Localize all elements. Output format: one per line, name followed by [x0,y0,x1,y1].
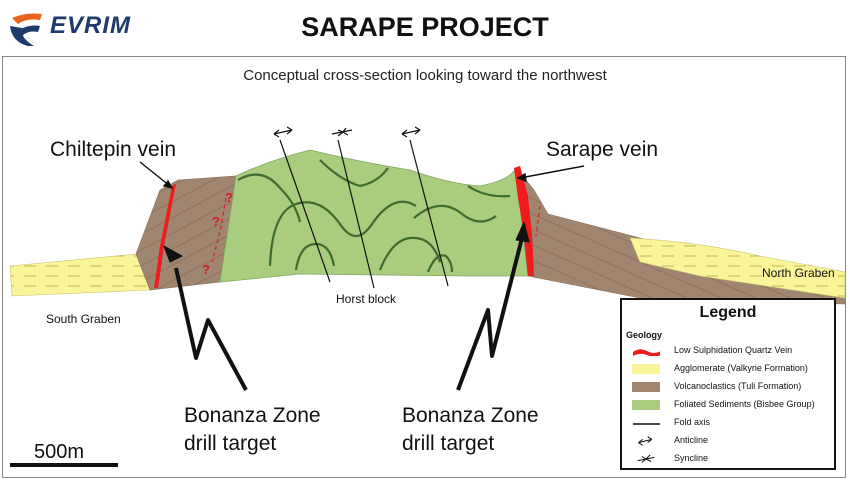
south-graben-label: South Graben [46,312,121,326]
fold-axes [279,139,449,289]
legend-group-label: Geology [626,330,663,340]
drill-target-left-line2: drill target [184,432,277,455]
legend: Legend Geology Low Sulphidation Quartz V… [620,298,836,470]
label-arrows [139,161,585,190]
chiltepin-vein-label: Chiltepin vein [50,138,177,161]
sediments-swatch-icon [632,400,660,410]
uncertain-marker: ? [212,214,220,229]
sarape-vein-icon [514,166,534,276]
figure-subtitle: Conceptual cross-section looking toward … [243,67,607,84]
north-graben-agglomerate [629,237,846,299]
syncline-icon [637,454,655,463]
logo-wordmark: EVRIM [50,12,132,39]
legend-item-fold-axis: Fold axis [628,416,834,432]
agglomerate-swatch-icon [632,364,660,374]
figure-frame [2,56,846,478]
south-graben-agglomerate [9,253,159,297]
legend-item-sediments: Foliated Sediments (Bisbee Group) [628,398,834,414]
chiltepin-vein-icon [154,184,176,288]
drill-target-right-line1: Bonanza Zone [402,404,539,427]
uncertain-marker: ? [225,190,233,205]
uncertain-marker: ? [202,262,210,277]
scale-bar [10,463,118,467]
legend-item-syncline: Syncline [628,452,834,468]
fold-axis-icon [633,423,660,425]
horst-block-label: Horst block [336,292,397,306]
page-title: SARAPE PROJECT [301,12,549,42]
drill-target-right-line2: drill target [402,432,495,455]
legend-title: Legend [699,304,757,321]
legend-item-vein: Low Sulphidation Quartz Vein [628,344,834,360]
horst-block-sediments [219,149,529,283]
anticline-icon [638,436,653,446]
legend-item-agglomerate: Agglomerate (Valkyrie Formation) [628,362,834,378]
volcanoclastics-swatch-icon [632,382,660,392]
north-graben-label: North Graben [762,266,835,280]
evrim-logo-icon [10,13,42,46]
drill-target-left-line1: Bonanza Zone [184,404,321,427]
fold-symbols [273,126,421,138]
drill-target-arrows [163,221,530,391]
scale-bar-label: 500m [34,441,85,463]
legend-item-anticline: Anticline [628,434,834,450]
vein-swatch-icon [633,349,660,356]
sarape-vein-label: Sarape vein [546,138,659,161]
legend-item-volcanoclastics: Volcanoclastics (Tuli Formation) [628,380,834,396]
